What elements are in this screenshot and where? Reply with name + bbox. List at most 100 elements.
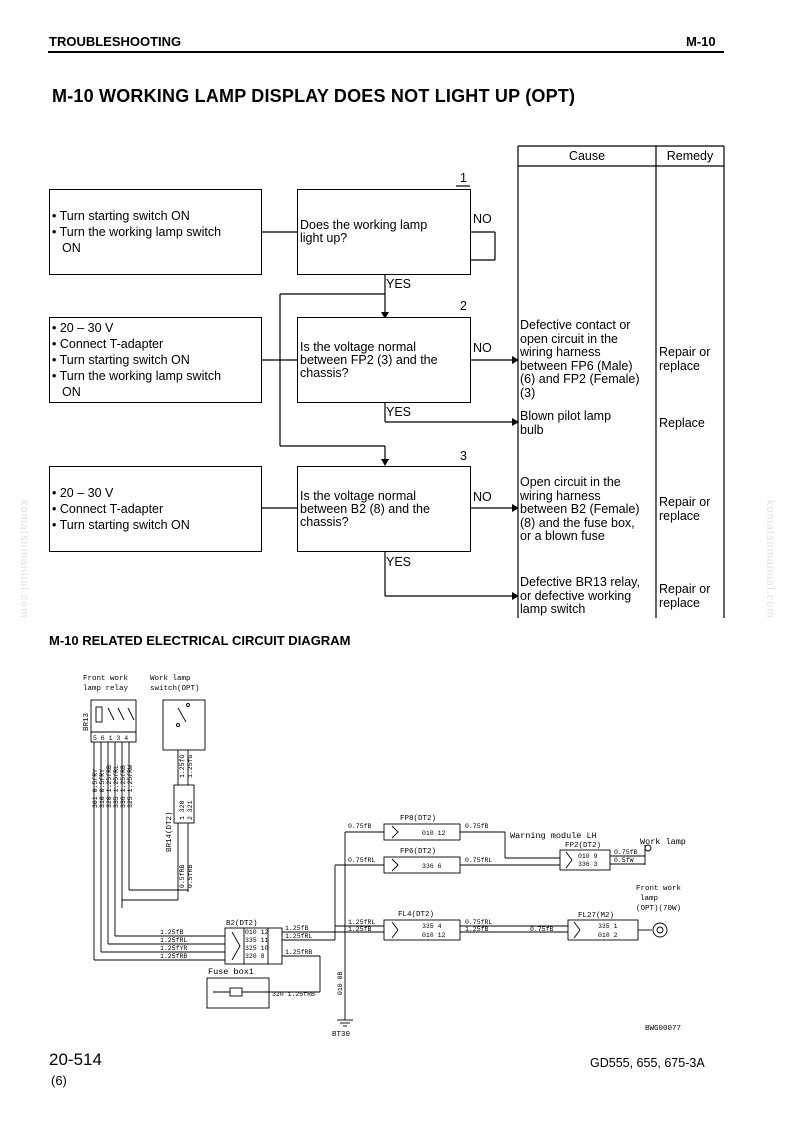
mid-wire: 0.75fB	[465, 823, 489, 830]
fl27-label: FL27(M2)	[578, 912, 614, 920]
remedy-header: Remedy	[666, 149, 714, 163]
step-1-yes: YES	[386, 277, 412, 291]
cause-line: wiring harness	[520, 345, 601, 360]
remedy-4: Repair or replace	[659, 582, 711, 610]
question-line: chassis?	[300, 365, 349, 380]
condition-line: • Connect T-adapter	[52, 502, 164, 516]
remedy-line: replace	[659, 508, 700, 523]
cause-line: open circuit in the	[520, 331, 618, 346]
b2-pin: 325 10	[245, 945, 269, 952]
remedy-line: Repair or	[659, 582, 711, 596]
question-line: Does the working lamp	[300, 218, 428, 232]
question-line: Is the voltage normal	[300, 339, 417, 354]
mid-wire: 0.75fRL	[348, 857, 375, 864]
condition-line: • Turn the working lamp switch	[52, 369, 222, 383]
b2-right-wire: 1.25fRB	[285, 949, 312, 956]
watermark-right: komatsumanual.com	[764, 500, 776, 619]
step-3-yes: YES	[386, 555, 412, 569]
b2-right-wire: 1.25fB	[285, 925, 309, 932]
page-title: M-10 WORKING LAMP DISPLAY DOES NOT LIGHT…	[52, 86, 576, 106]
wire-label: 325 1.25fRW	[127, 765, 134, 808]
fuse-box-label: Fuse box1	[208, 967, 254, 977]
circuit-diagram: Front work lamp relay Work lamp switch(O…	[83, 675, 686, 1039]
condition-line: • Turn starting switch ON	[52, 518, 190, 532]
switch-wire-1: 1.25fG	[179, 754, 186, 778]
remedy-2: Replace	[659, 416, 705, 431]
flowchart-lines	[262, 145, 725, 618]
cause-1: Defective contact or open circuit in the…	[520, 318, 639, 401]
b2-left-wire: 1.25fRB	[160, 953, 187, 960]
b2-pin: 320 8	[245, 953, 265, 960]
remedy-3: Repair or replace	[659, 495, 711, 523]
fl27-pin: 335 1	[598, 923, 618, 930]
condition-line: • Turn starting switch ON	[52, 353, 190, 367]
step-3-conditions: • 20 – 30 V • Connect T-adapter • Turn s…	[49, 466, 262, 552]
step-2-yes: YES	[386, 405, 412, 419]
mid-wire: 0.75fB	[530, 926, 554, 933]
condition-line: • 20 – 30 V	[52, 321, 114, 335]
cause-line: (3)	[520, 385, 536, 400]
remedy-line: Repair or	[659, 495, 711, 509]
relay-pins: 5 6 1 3 4	[93, 735, 128, 742]
question-line: chassis?	[300, 514, 349, 529]
diagram-heading: M-10 RELATED ELECTRICAL CIRCUIT DIAGRAM	[49, 633, 351, 648]
relay-label-1: Front work	[83, 675, 129, 683]
mid-wire: 0.75fRL	[465, 857, 492, 864]
mid-wire: 0.75fRL	[465, 919, 492, 926]
fp2-label: FP2(DT2)	[565, 842, 601, 850]
switch-label-2: switch(OPT)	[150, 685, 200, 693]
b2-label: B2(DT2)	[226, 920, 258, 928]
cause-line: or defective working	[520, 588, 632, 603]
question-line: between B2 (8) and the	[300, 501, 430, 516]
remedy-line: replace	[659, 595, 700, 610]
cause-line: Defective BR13 relay,	[520, 575, 640, 589]
fp2-pin: 010 9	[578, 853, 598, 860]
remedy-line: Repair or	[659, 345, 711, 359]
cause-line: or a blown fuse	[520, 529, 605, 544]
b2-right-wire: 1.25fRL	[285, 933, 312, 940]
footer-model: GD555, 655, 675-3A	[590, 1056, 705, 1070]
warning-module-label: Warning module LH	[510, 831, 597, 841]
cause-3: Open circuit in the wiring harness betwe…	[520, 475, 640, 544]
fp8-pins: 010 12	[422, 830, 446, 837]
condition-line: • Connect T-adapter	[52, 337, 164, 351]
fp6-pins: 336 6	[422, 863, 442, 870]
wire-label: 310 0.5fRY	[99, 769, 106, 808]
relay-conn: BR13	[83, 712, 91, 731]
b2-left-wire: 1.25fYR	[160, 945, 187, 952]
remedy-line: replace	[659, 358, 700, 373]
step-1-number: 1	[460, 171, 467, 185]
cause-line: lamp switch	[520, 602, 586, 617]
ground-wire-label: 010 0B	[337, 971, 344, 995]
front-lamp-label-1: Front work	[636, 885, 682, 893]
switch-label-1: Work lamp	[150, 675, 191, 683]
fl4-pin: 335 4	[422, 923, 442, 930]
br14-wire-2: 0.5fRB	[187, 864, 194, 888]
br14-pin-2: 2 321	[187, 800, 194, 820]
cause-line: between B2 (Female)	[520, 502, 640, 517]
fp6-label: FP6(DT2)	[400, 848, 436, 856]
fl4-label: FL4(DT2)	[398, 911, 434, 919]
step-2-conditions: • 20 – 30 V • Connect T-adapter • Turn s…	[49, 317, 262, 403]
footer-revision: (6)	[51, 1073, 67, 1088]
question-line: light up?	[300, 231, 348, 245]
wire-label: 320 1.25fRB	[106, 765, 113, 808]
b2-pin: 335 11	[245, 937, 269, 944]
br14-label: BR14(DT2)	[166, 811, 174, 852]
condition-line: • 20 – 30 V	[52, 486, 114, 500]
b2-pin: 010 12	[245, 929, 269, 936]
wire-label: 336 1.25fRB	[120, 765, 127, 808]
cause-line: wiring harness	[520, 488, 601, 503]
cause-line: between FP6 (Male)	[520, 358, 633, 373]
switch-wire-2: 1.25fG	[187, 754, 194, 778]
question-line: between FP2 (3) and the	[300, 352, 438, 367]
mid-wire: 1.25fRL	[348, 919, 375, 926]
mid-wire: 1.25fB	[465, 926, 489, 933]
question-line: Is the voltage normal	[300, 488, 417, 503]
fl27-pin: 010 2	[598, 932, 618, 939]
cause-line: Blown pilot lamp	[520, 409, 612, 423]
b2-left-wire: 1.25fRL	[160, 937, 187, 944]
